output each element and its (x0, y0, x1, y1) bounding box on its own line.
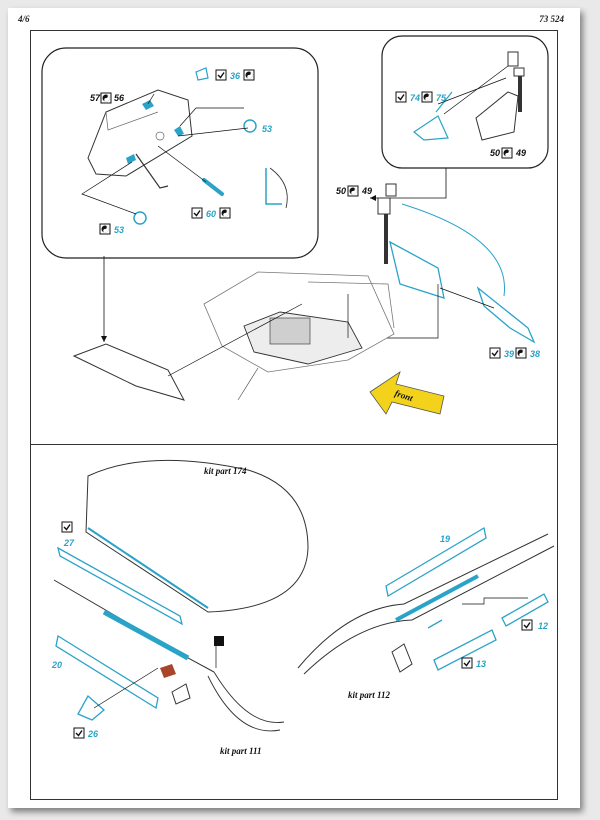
turret-hull (72, 256, 395, 401)
fender-right-assembly: 19 12 13 kit part 112 (297, 526, 555, 700)
label-20: 20 (51, 660, 62, 670)
label-53-right: 53 (262, 124, 272, 134)
diagram-frame (30, 30, 558, 800)
label-26: 26 (87, 729, 99, 739)
kit-part-112: kit part 112 (348, 690, 391, 700)
label-53-left: 53 (114, 225, 124, 235)
callout-right: 74 75 50 49 (370, 35, 549, 201)
label-74: 74 (410, 93, 420, 103)
label-57: 57 (90, 93, 101, 103)
label-12: 12 (538, 621, 548, 631)
page-number: 4/6 (18, 14, 30, 24)
label-50-callout: 50 (490, 148, 500, 158)
product-code: 73 524 (539, 14, 564, 24)
label-56: 56 (114, 93, 125, 103)
label-38: 38 (530, 349, 540, 359)
label-27: 27 (63, 538, 75, 548)
instruction-sheet: 4/6 73 524 (8, 8, 580, 808)
section-divider (30, 444, 558, 445)
label-49: 49 (361, 186, 372, 196)
label-49-callout: 49 (515, 148, 526, 158)
front-arrow: front (369, 371, 445, 415)
label-39: 39 (504, 349, 514, 359)
kit-part-174: kit part 174 (204, 466, 247, 476)
label-50: 50 (336, 186, 346, 196)
label-13: 13 (476, 659, 486, 669)
label-19: 19 (440, 534, 450, 544)
assembly-diagram: 57 56 36 53 60 53 74 (41, 35, 555, 756)
label-60: 60 (206, 209, 216, 219)
fender-left-assembly: kit part 174 27 20 26 kit part 111 (51, 459, 309, 756)
kit-part-111: kit part 111 (220, 746, 262, 756)
callout-left: 57 56 36 53 60 53 (41, 47, 319, 259)
label-75: 75 (436, 93, 447, 103)
label-36: 36 (230, 71, 241, 81)
